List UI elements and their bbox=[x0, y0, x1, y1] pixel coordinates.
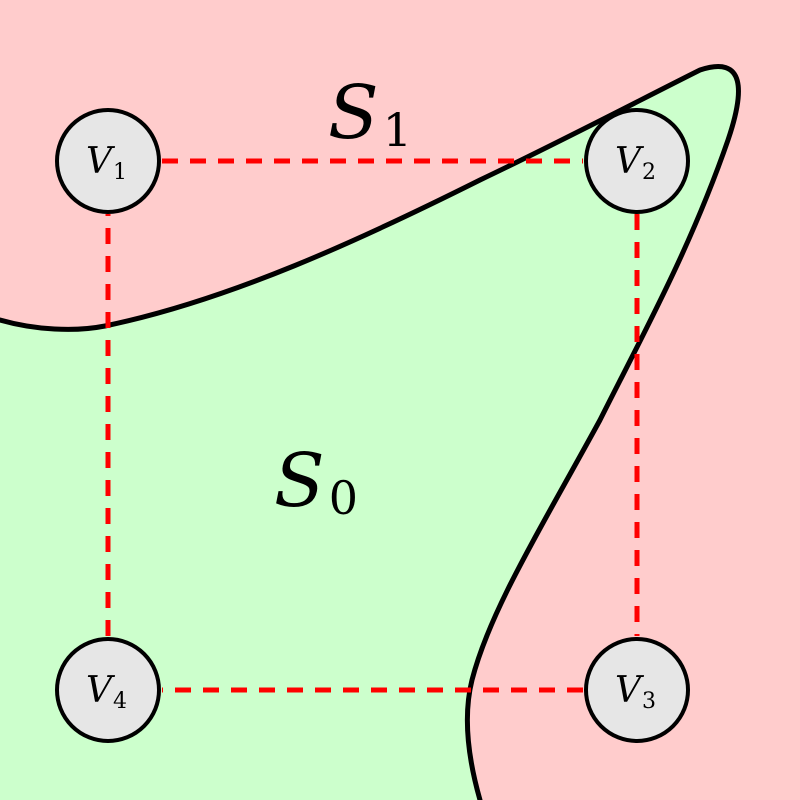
region-boundary-curve bbox=[0, 64, 741, 800]
region-s1-label: S1 bbox=[328, 70, 412, 157]
vertex-v2-circle bbox=[584, 108, 690, 214]
vertex-v3: V3 bbox=[584, 637, 690, 743]
vertex-v4: V4 bbox=[55, 637, 161, 743]
vertex-v4-circle bbox=[55, 637, 161, 743]
region-s0-label: S0 bbox=[274, 438, 358, 525]
region-s0-area bbox=[0, 66, 739, 800]
vertex-v1-circle bbox=[55, 108, 161, 214]
vertex-v1: V1 bbox=[55, 108, 161, 214]
vertex-v3-label: V3 bbox=[615, 670, 656, 714]
vertex-v4-label: V4 bbox=[86, 670, 127, 714]
vertex-v2: V2 bbox=[584, 108, 690, 214]
vertex-v1-label: V1 bbox=[86, 141, 127, 185]
vertex-v3-circle bbox=[584, 637, 690, 743]
vertex-v2-label: V2 bbox=[615, 141, 656, 185]
